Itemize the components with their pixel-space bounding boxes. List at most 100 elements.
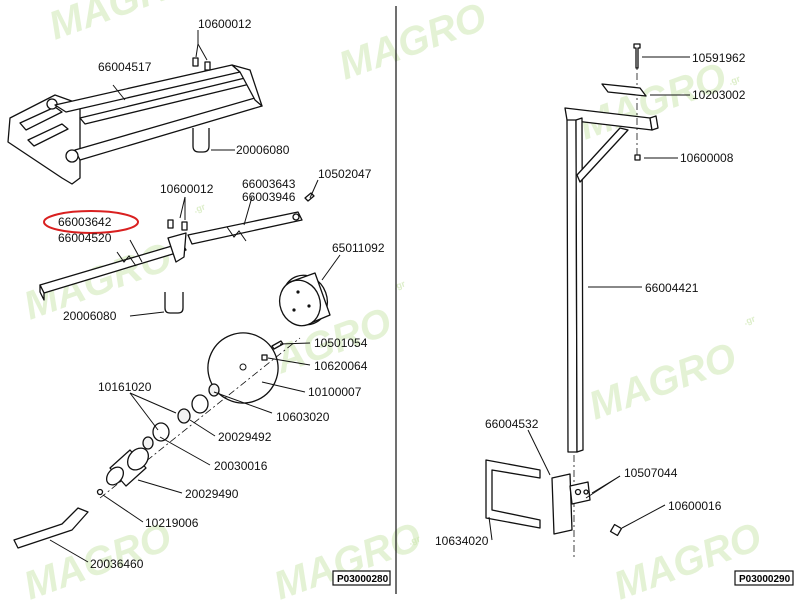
bearing-10161020-b: [142, 436, 154, 450]
part-label: 20006080: [236, 143, 290, 157]
extension-arm: [39, 192, 315, 314]
part-label: 20029490: [185, 487, 239, 501]
u-bolt: [192, 128, 210, 153]
part-label: 66004520: [58, 231, 112, 245]
wheel-bolt-hole: [307, 304, 311, 308]
part-label: 10600008: [680, 151, 734, 165]
part-label: 10620064: [314, 359, 368, 373]
watermark-suffix: .gr: [727, 73, 742, 87]
bracket-hole: [46, 98, 58, 110]
clamp-plate-66004532: [551, 473, 573, 535]
part-label: 10603020: [276, 410, 330, 424]
diagram-stroke: [102, 494, 144, 523]
vertical-post: [564, 58, 659, 560]
u-bolt-10634020: [485, 459, 541, 529]
bolt-head: [292, 213, 300, 221]
pin-10219006: [96, 488, 104, 496]
part-label: 10600016: [668, 499, 722, 513]
bolt-10502047: [304, 192, 315, 202]
diagram-stroke: [129, 392, 159, 431]
nut-10600008: [634, 154, 641, 161]
diagram-stroke: [527, 429, 551, 476]
watermark-suffix: .gr: [407, 533, 422, 547]
part-label: 10591962: [692, 51, 746, 65]
part-label: 66003946: [242, 190, 296, 204]
part-label: 65011092: [332, 241, 385, 255]
reference-code: P03000290: [739, 574, 791, 585]
bolt-10507044: [583, 489, 589, 495]
diagram-stroke: [488, 516, 493, 541]
watermark-suffix: .gr: [742, 313, 757, 327]
watermark-suffix: .gr: [392, 278, 407, 292]
part-label: 10600012: [198, 17, 252, 31]
arm-bracket-slot: [19, 106, 63, 131]
diagram-stroke: [213, 391, 273, 414]
diagram-stroke: [321, 254, 341, 281]
watermark-suffix: .gr: [192, 201, 207, 215]
nut: [167, 219, 174, 229]
reference-box: [734, 570, 794, 586]
part-label: 10507044: [624, 466, 678, 480]
part-label: 66004532: [485, 417, 539, 431]
diagram-stroke: [585, 475, 621, 499]
part-label: 10634020: [435, 534, 489, 548]
diagram-stroke: [309, 179, 319, 199]
reference-code: P03000280: [337, 574, 389, 585]
washer-10620064: [261, 354, 268, 361]
right-panel: 10591962 10203002 10600008 66004421 6600…: [435, 43, 794, 586]
diagram-stroke: [261, 381, 306, 393]
right-leader-lines: [488, 56, 690, 541]
diagram-stroke: [129, 239, 143, 263]
bearing-10161020-a: [152, 422, 170, 442]
watermark: MAGRO: [43, 0, 202, 48]
highlight-circle: [43, 210, 139, 234]
part-label: 66004517: [98, 60, 152, 74]
diagram-stroke: [197, 43, 208, 61]
part-label: 10501054: [314, 336, 368, 350]
part-label: 20006080: [63, 309, 117, 323]
watermark: MAGRO: [583, 335, 742, 429]
part-label-highlighted: 66003642: [58, 215, 112, 229]
wheel-bolt-hole: [292, 308, 296, 312]
diagram-stroke: [243, 196, 253, 226]
wheel-bolt-hole: [296, 290, 300, 294]
arm-lower-tube: [74, 97, 263, 161]
nut: [204, 61, 211, 71]
u-bolt: [164, 292, 184, 314]
disc-hole: [239, 363, 247, 371]
part-label: 20029492: [218, 430, 272, 444]
post-tube-side: [575, 117, 584, 453]
watermark: MAGRO: [608, 515, 767, 600]
left-panel: 10600012 66004517 20006080 10600012 6600…: [7, 17, 391, 586]
nut-10600016: [609, 523, 623, 537]
left-labels: 10600012 66004517 20006080 10600012 6600…: [58, 17, 385, 571]
part-label: 20036460: [90, 557, 144, 571]
part-label: 10161020: [98, 380, 152, 394]
axle-20036460: [13, 507, 89, 549]
arm-end-cap: [231, 64, 263, 107]
clamp-assembly: [485, 459, 623, 537]
right-labels: 10591962 10203002 10600008 66004421 6600…: [435, 51, 746, 548]
extension-tube-end: [39, 284, 45, 301]
part-label: 66003643: [242, 177, 296, 191]
plate-10203002: [601, 83, 647, 97]
part-label: 20030016: [214, 459, 268, 473]
bearing-seal-20029492: [177, 408, 191, 424]
wheel-assembly: [207, 272, 331, 404]
diagram-stroke: [129, 311, 165, 317]
hub-cap-20029490: [105, 466, 125, 486]
diagram-stroke: [195, 30, 199, 58]
part-label: 66004421: [645, 281, 699, 295]
part-label: 10100007: [308, 385, 362, 399]
wheel-face: [278, 279, 322, 327]
washer: [208, 383, 220, 397]
part-label: 10203002: [692, 88, 746, 102]
part-label: 10219006: [145, 516, 199, 530]
diagram-stroke: [49, 539, 89, 563]
diagram-stroke: [179, 196, 186, 219]
hub-centerline: [99, 337, 301, 499]
part-label: 10502047: [318, 167, 372, 181]
bolt-10507044: [574, 488, 582, 496]
part-label: 10600012: [160, 182, 214, 196]
